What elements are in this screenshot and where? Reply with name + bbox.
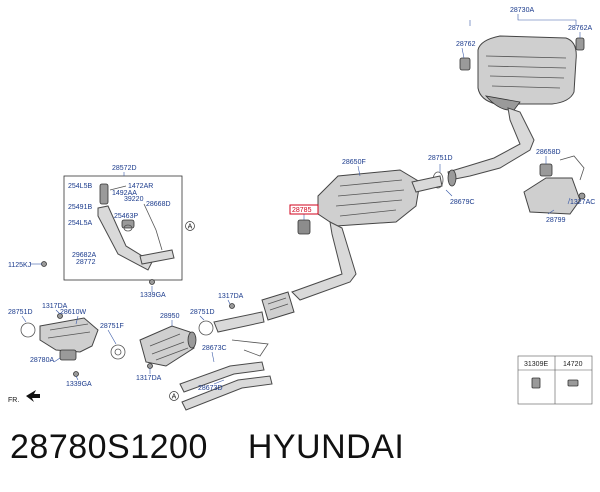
label-28762: 28762 bbox=[456, 41, 476, 48]
gasket-28751D-mid bbox=[198, 320, 214, 336]
front-arrow-icon bbox=[26, 390, 40, 402]
label-front: FR. bbox=[8, 397, 19, 404]
mid-flange bbox=[261, 291, 295, 321]
label-28799: 28799 bbox=[546, 217, 566, 224]
label-1472AR: 1472AR bbox=[128, 183, 153, 190]
label-28668D: 28668D bbox=[146, 201, 171, 208]
label-28950: 28950 bbox=[160, 313, 180, 320]
label-254L5B: 254L5B bbox=[68, 183, 92, 190]
label-28730A: 28730A bbox=[510, 7, 534, 14]
label-28772: 28772 bbox=[76, 259, 96, 266]
hanger-28785 bbox=[297, 219, 311, 235]
gasket-28751F bbox=[110, 344, 126, 360]
hanger-28762A bbox=[575, 37, 585, 51]
label-1339GA-bottom: 1339GA bbox=[66, 381, 92, 388]
catalytic-converter bbox=[139, 325, 197, 367]
footer-caption: 28780S1200 HYUNDAI bbox=[10, 428, 590, 480]
label-1327AC: 1327AC bbox=[570, 199, 595, 206]
label-31309E: 31309E bbox=[524, 361, 548, 368]
label-14720: 14720 bbox=[563, 361, 583, 368]
label-28658D: 28658D bbox=[536, 149, 561, 156]
highlight-box-28785 bbox=[289, 204, 319, 215]
label-1339GA-top: 1339GA bbox=[140, 292, 166, 299]
part-number: 28780S1200 bbox=[10, 428, 208, 466]
clamp-28751D-top bbox=[447, 169, 457, 187]
label-28610W: 28610W bbox=[60, 309, 86, 316]
brand-name: HYUNDAI bbox=[247, 428, 405, 466]
bolt-1339GA-top bbox=[149, 279, 155, 285]
label-1317DA-mid: 1317DA bbox=[218, 293, 244, 300]
bolt-1317DA-bottom bbox=[147, 363, 153, 369]
label-28679C: 28679C bbox=[450, 199, 475, 206]
label-1317DA-left: 1317DA bbox=[42, 303, 68, 310]
reference-a-marker-2 bbox=[169, 391, 179, 401]
bolt-1339GA-bottom bbox=[73, 371, 79, 377]
label-28673D: 28673D bbox=[198, 385, 223, 392]
rear-pipe bbox=[447, 107, 535, 181]
front-pipe bbox=[213, 311, 265, 333]
label-28572D: 28572D bbox=[112, 165, 137, 172]
reference-a-marker-1 bbox=[185, 221, 195, 231]
rear-muffler bbox=[477, 35, 577, 111]
label-254L5A: 254L5A bbox=[68, 220, 92, 227]
label-28780A: 28780A bbox=[30, 357, 54, 364]
label-1492AA: 1492AA bbox=[112, 190, 137, 197]
bolt-1125KJ bbox=[41, 261, 47, 267]
label-28762A: 28762A bbox=[568, 25, 592, 32]
label-29682A: 29682A bbox=[72, 252, 96, 259]
label-28751D-top: 28751D bbox=[428, 155, 453, 162]
label-28751D-mid: 28751D bbox=[190, 309, 215, 316]
label-1125KJ: 1125KJ bbox=[8, 262, 31, 269]
hanger-28762 bbox=[459, 57, 471, 71]
bolt-1317DA-left bbox=[57, 313, 63, 319]
mid-pipe bbox=[291, 221, 357, 301]
label-25463P: 25463P bbox=[114, 213, 138, 220]
label-25491B: 25491B bbox=[68, 204, 92, 211]
inset-box bbox=[63, 175, 183, 281]
fastener-legend bbox=[517, 355, 593, 405]
exhaust-manifold bbox=[39, 317, 99, 361]
reference-a-label-1: A bbox=[188, 224, 193, 231]
label-28751D-left: 28751D bbox=[8, 309, 33, 316]
reference-a-label-2: A bbox=[172, 394, 177, 401]
exhaust-diagram: A A 28730A 28762 28762A 28650F 28751D 28… bbox=[8, 7, 595, 411]
center-muffler bbox=[317, 169, 443, 227]
gasket-28751D-left bbox=[20, 322, 36, 338]
label-28673C: 28673C bbox=[202, 345, 227, 352]
pipe-28673D bbox=[181, 375, 273, 411]
label-28751F: 28751F bbox=[100, 323, 124, 330]
label-28785: 28785 bbox=[292, 207, 312, 214]
label-28650F: 28650F bbox=[342, 159, 366, 166]
bolt-1317DA-mid bbox=[229, 303, 235, 309]
label-39220: 39220 bbox=[124, 196, 144, 203]
pipe-28673C bbox=[179, 361, 265, 393]
label-1317DA-bottom: 1317DA bbox=[136, 375, 162, 382]
